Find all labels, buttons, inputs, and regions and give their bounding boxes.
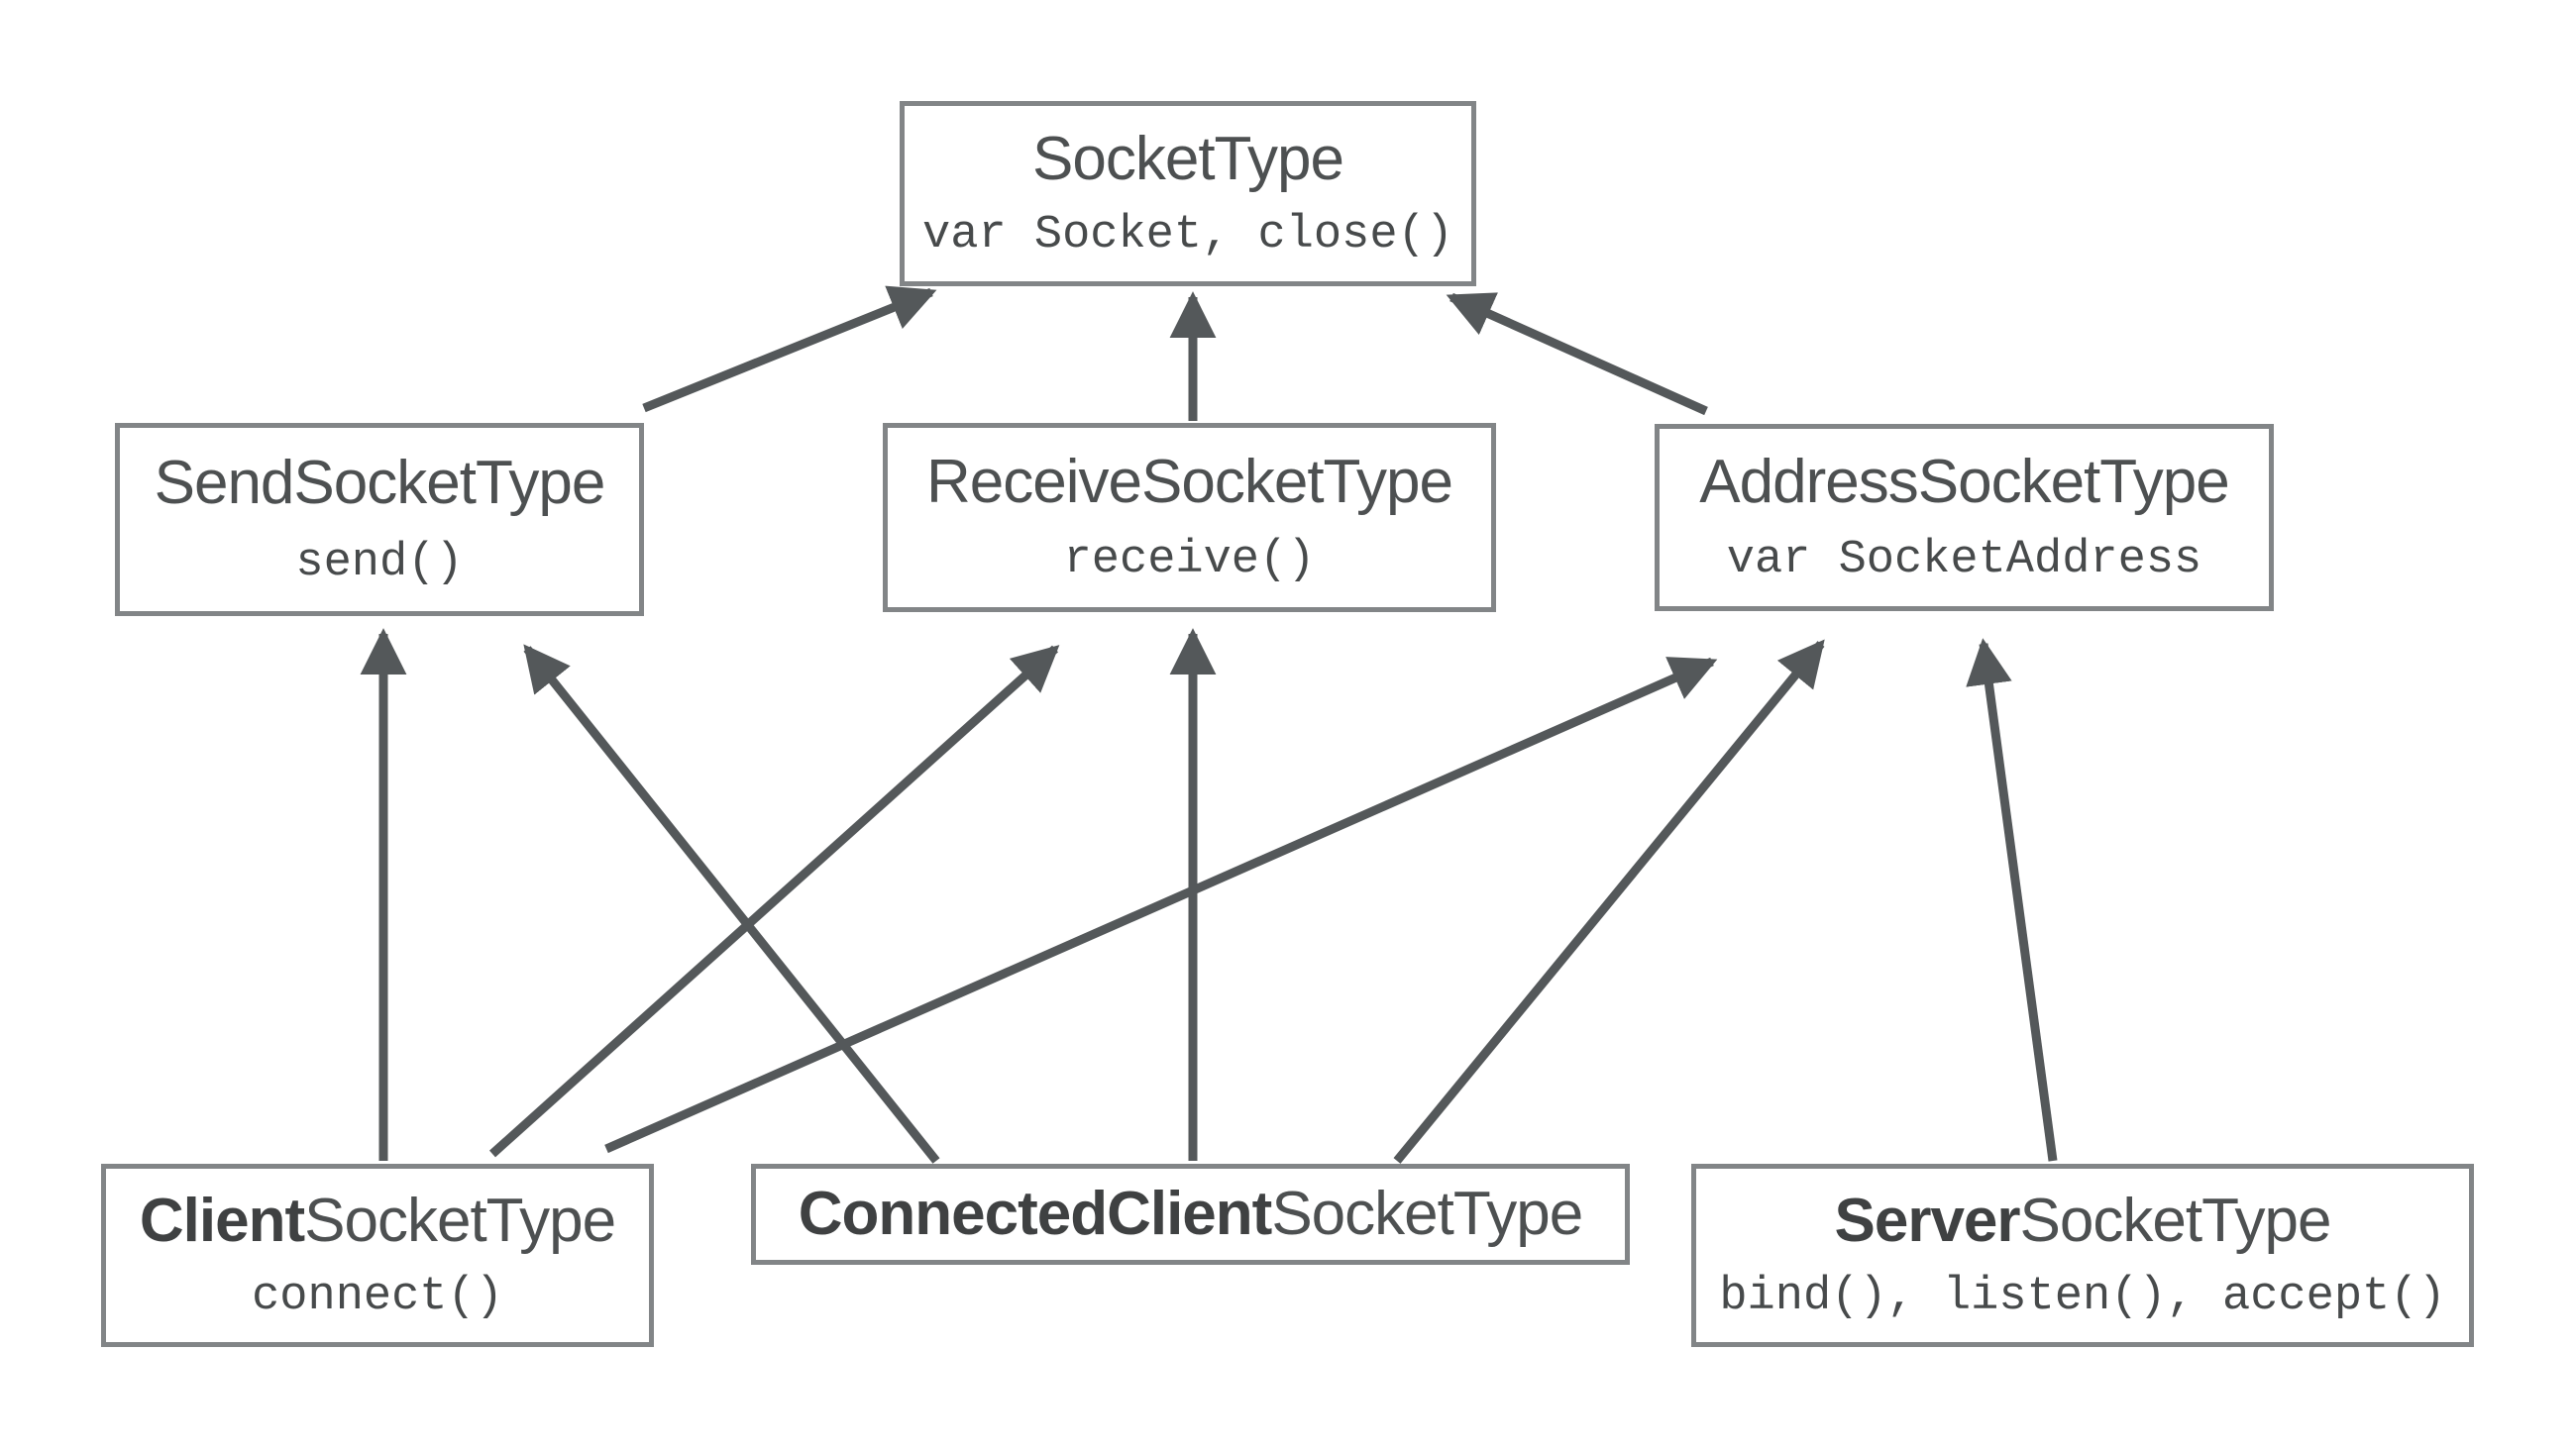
node-serversockettype-title: ServerSocketType (1834, 1191, 2331, 1252)
node-connectedclientsockettype-title: ConnectedClientSocketType (799, 1184, 1584, 1245)
arrow-address-to-socket (1446, 292, 1708, 416)
node-connectedclientsockettype-title-rest: SocketType (1271, 1180, 1583, 1248)
node-receivesockettype: ReceiveSocketType receive() (883, 423, 1496, 612)
node-receivesockettype-title-rest: ReceiveSocketType (926, 448, 1453, 516)
node-connectedclientsockettype: ConnectedClientSocketType (751, 1164, 1630, 1265)
arrow-client-to-receive (488, 645, 1060, 1158)
node-receivesockettype-members: receive() (1063, 534, 1316, 586)
node-sockettype-title: SocketType (1032, 128, 1344, 190)
arrow-send-to-socket (642, 285, 937, 413)
node-addresssockettype: AddressSocketType var SocketAddress (1655, 424, 2274, 611)
node-clientsockettype-title-bold: Client (139, 1187, 305, 1255)
node-serversockettype-members: bind(), listen(), accept() (1719, 1271, 2446, 1323)
node-addresssockettype-title-rest: AddressSocketType (1699, 448, 2229, 517)
arrow-client-to-address (604, 657, 1718, 1154)
arrow-server-to-address (1966, 638, 2058, 1162)
node-addresssockettype-members: var SocketAddress (1726, 533, 2202, 586)
node-serversockettype-title-bold: Server (1834, 1187, 2020, 1255)
node-receivesockettype-title: ReceiveSocketType (926, 452, 1453, 513)
node-addresssockettype-title: AddressSocketType (1699, 452, 2229, 513)
node-sendsockettype-members: send() (295, 536, 464, 589)
node-clientsockettype-title: ClientSocketType (140, 1191, 616, 1252)
node-serversockettype-title-rest: SocketType (2019, 1187, 2332, 1255)
arrow-connected-to-address (1393, 639, 1825, 1164)
node-serversockettype: ServerSocketType bind(), listen(), accep… (1691, 1164, 2474, 1347)
node-sockettype: SocketType var Socket, close() (900, 101, 1476, 286)
node-clientsockettype-title-rest: SocketType (304, 1187, 616, 1255)
node-clientsockettype-members: connect() (252, 1271, 503, 1323)
node-clientsockettype: ClientSocketType connect() (101, 1164, 654, 1347)
arrow-connected-to-send (523, 644, 940, 1164)
node-sockettype-members: var Socket, close() (922, 209, 1453, 262)
node-sendsockettype-title: SendSocketType (155, 453, 606, 514)
node-connectedclientsockettype-title-bold: ConnectedClient (798, 1180, 1273, 1248)
node-sockettype-title-rest: SocketType (1032, 124, 1344, 193)
node-sendsockettype-title-rest: SendSocketType (154, 449, 606, 518)
node-sendsockettype: SendSocketType send() (115, 423, 644, 616)
